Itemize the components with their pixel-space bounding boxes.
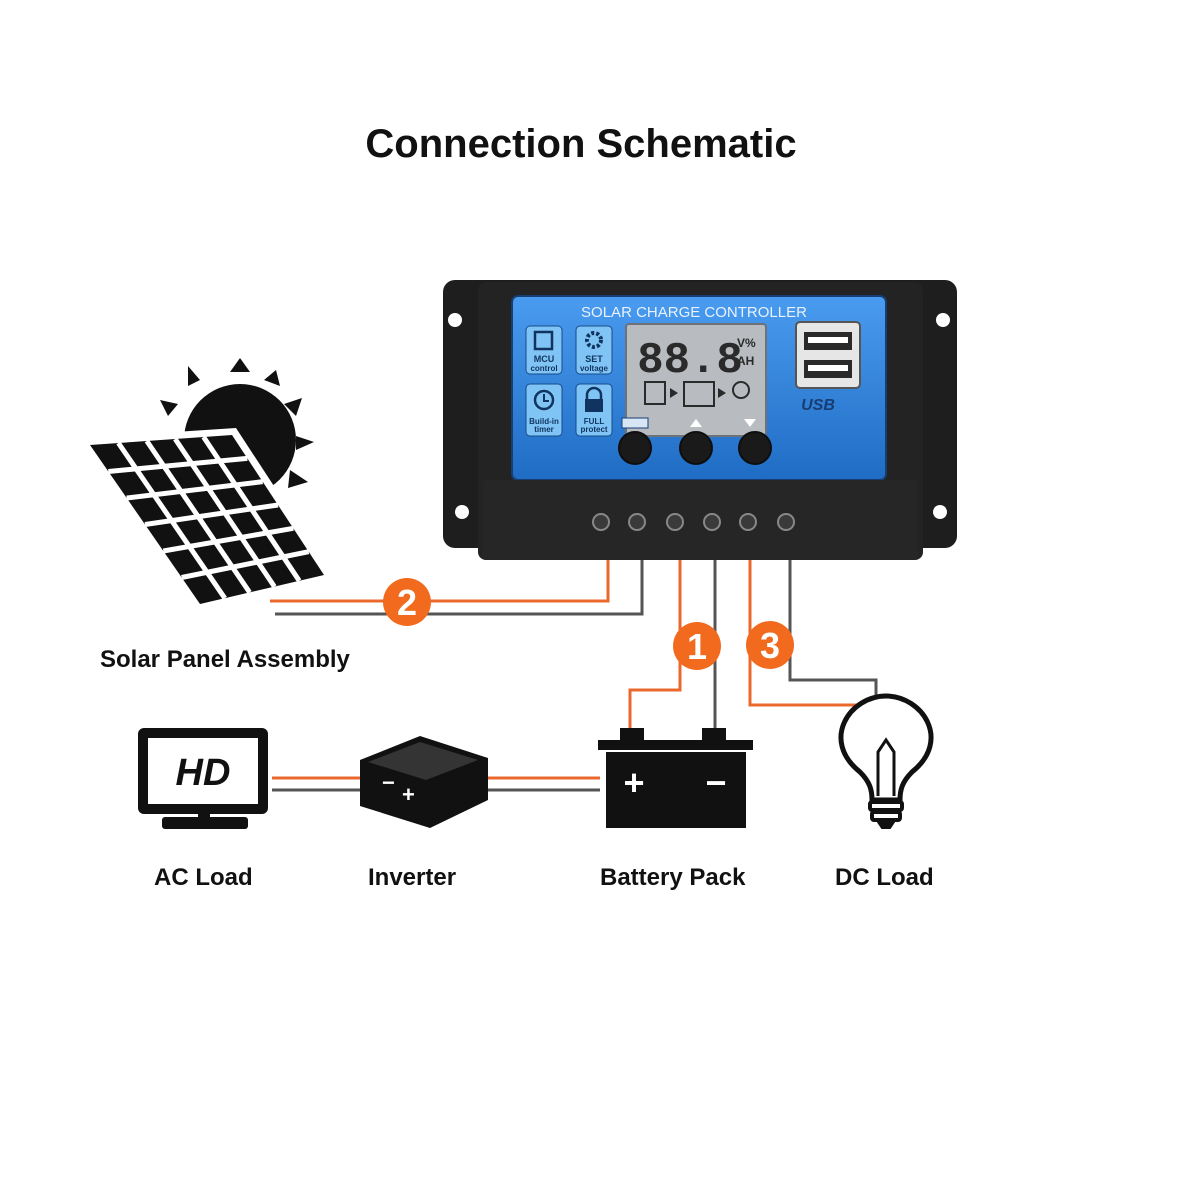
hd-monitor-icon: HD: [138, 728, 268, 829]
mount-hole: [448, 313, 462, 327]
panel-grid-line: [162, 525, 294, 554]
solar-panel-icon: [82, 358, 334, 612]
mount-hole: [936, 313, 950, 327]
load-negative-wire: [788, 560, 878, 700]
step-badge-battery: 1: [673, 622, 721, 670]
battery-pack-label: Battery Pack: [600, 864, 746, 891]
hd-text: HD: [176, 752, 231, 794]
lcd-arrow-icon: [718, 388, 726, 398]
terminal-screws: [592, 513, 795, 531]
battery-positive: +: [623, 762, 644, 803]
clock-icon: [533, 389, 555, 411]
badge-mcu-control: MCU control: [525, 325, 563, 375]
load-positive-wire: [748, 560, 862, 707]
lcd-status-icons: [644, 381, 750, 407]
usb-ports: [795, 321, 861, 389]
inverter-negative: −: [382, 770, 395, 795]
svg-text:voltage: voltage: [580, 364, 609, 373]
wires: [270, 560, 878, 792]
up-button[interactable]: [679, 431, 713, 465]
panel-grid-line: [108, 455, 248, 474]
panel-grid-line: [126, 479, 263, 501]
step-badge-load: 3: [746, 621, 794, 669]
button-label-mode: [621, 417, 649, 429]
page-title: Connection Schematic: [365, 122, 797, 166]
svg-text:1: 1: [687, 626, 707, 667]
down-button[interactable]: [738, 431, 772, 465]
lcd-unit-top: V%: [737, 336, 756, 350]
panel-grid-line: [144, 502, 279, 527]
svg-text:Build-in: Build-in: [529, 417, 559, 426]
battery-negative: −: [705, 762, 726, 803]
battery-positive-wire: [628, 560, 682, 730]
lcd-digits: 88.8: [637, 336, 743, 386]
button-label-up: [690, 419, 702, 427]
panel-grid-line: [181, 549, 310, 580]
badge-build-in-timer: Build-in timer: [525, 383, 563, 437]
usb-label: USB: [801, 397, 835, 414]
inverter-positive: +: [402, 782, 415, 807]
solar-positive-wire: [270, 560, 610, 603]
svg-text:FULL: FULL: [584, 417, 605, 426]
controller-header: SOLAR CHARGE CONTROLLER: [581, 304, 807, 321]
battery-icon: + −: [598, 728, 753, 828]
svg-text:control: control: [530, 364, 557, 373]
menu-button[interactable]: [618, 431, 652, 465]
lcd-bulb-icon: [732, 381, 750, 399]
mount-hole: [933, 505, 947, 519]
badge-full-protect: FULL protect: [575, 383, 613, 437]
terminal-block: [483, 480, 918, 560]
panel-cells: [108, 435, 310, 600]
lock-icon: [585, 386, 603, 400]
step-badge-solar: 2: [383, 578, 431, 626]
inverter-label: Inverter: [368, 864, 457, 891]
svg-text:timer: timer: [534, 425, 554, 434]
svg-text:MCU: MCU: [534, 354, 555, 364]
lcd-panel-icon: [644, 381, 666, 405]
svg-text:2: 2: [397, 582, 417, 623]
mount-hole: [455, 505, 469, 519]
dc-load-label: DC Load: [835, 864, 934, 891]
inverter-box-icon: − +: [360, 736, 488, 828]
svg-text:3: 3: [760, 625, 780, 666]
gear-icon: [585, 331, 603, 349]
chip-icon: [533, 330, 554, 351]
badge-set-voltage: SET voltage: [575, 325, 613, 375]
svg-text:SET: SET: [585, 354, 603, 364]
solar-charge-controller: SOLAR CHARGE CONTROLLER MCU control SET …: [443, 280, 957, 560]
ac-load-label: AC Load: [154, 864, 253, 891]
svg-text:protect: protect: [580, 425, 607, 434]
lcd-arrow-icon: [670, 388, 678, 398]
button-label-down: [744, 419, 756, 427]
solar-panel-label: Solar Panel Assembly: [100, 646, 350, 673]
lcd-battery-icon: [683, 381, 715, 407]
solar-negative-wire: [275, 560, 644, 616]
lcd-unit-bottom: AH: [737, 354, 754, 368]
light-bulb-icon: [838, 693, 934, 829]
